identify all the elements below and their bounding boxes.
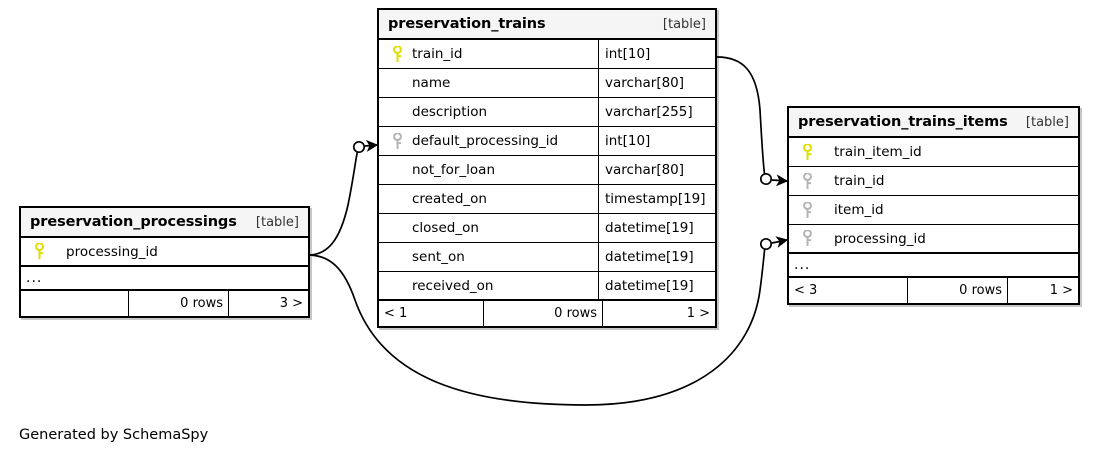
column-name: train_id [412,46,463,62]
column-name: processing_id [66,243,158,260]
foreign-key-icon [796,172,818,190]
table-row[interactable]: created_on timestamp[19] [379,185,715,214]
row-count: 0 rows [907,278,1007,303]
parent-relation-count[interactable]: < 3 [794,283,818,298]
table-footer: < 3 0 rows 1 > [789,278,1078,303]
generated-by-caption: Generated by SchemaSpy [19,427,209,443]
table-row[interactable]: default_processing_id int[10] [379,127,715,156]
table-preservation-trains-items[interactable]: preservation_trains_items [table] train_… [787,106,1080,305]
zero-or-one-endpoint [352,140,366,154]
parent-relation-count[interactable]: < 1 [384,306,408,321]
column-name: train_item_id [834,144,922,160]
relationship-processings-to-trains [309,139,379,256]
foreign-key-icon [386,132,408,150]
table-row[interactable]: train_item_id [789,138,1078,167]
column-name: item_id [834,202,884,218]
column-cell: train_id [789,167,1078,195]
table-footer: < 1 0 rows 1 > [379,301,715,326]
column-type: datetime[19] [598,214,715,242]
table-kind-label: [table] [662,16,706,32]
more-columns-indicator: ... [21,267,308,291]
table-row[interactable]: sent_on datetime[19] [379,243,715,272]
column-type: timestamp[19] [598,185,715,213]
primary-key-icon [796,143,818,161]
foreign-key-icon [796,201,818,219]
foreign-key-icon [796,230,818,247]
row-count: 0 rows [128,291,228,316]
child-relation-count[interactable]: 3 > [228,291,308,316]
table-row[interactable]: item_id [789,196,1078,225]
column-type: int[10] [598,127,715,155]
table-row[interactable]: closed_on datetime[19] [379,214,715,243]
column-name: created_on [412,191,487,207]
column-cell: name [379,69,598,97]
column-cell: description [379,98,598,126]
table-preservation-trains[interactable]: preservation_trains [table] train_id int… [377,8,717,328]
column-type: datetime[19] [598,243,715,271]
column-cell: processing_id [21,238,308,265]
table-row[interactable]: train_id int[10] [379,40,715,69]
child-relation-count[interactable]: 1 > [602,301,715,326]
table-title: preservation_trains [388,16,546,32]
table-row[interactable]: not_for_loan varchar[80] [379,156,715,185]
column-cell: received_on [379,272,598,299]
more-columns-indicator: ... [789,254,1078,278]
table-preservation-processings[interactable]: preservation_processings [table] process… [19,206,310,318]
parent-relation-count[interactable] [21,291,128,316]
column-type: int[10] [598,40,715,68]
column-name: default_processing_id [412,133,559,149]
column-cell: sent_on [379,243,598,271]
table-row[interactable]: train_id [789,167,1078,196]
column-cell: train_id [379,40,598,68]
column-type: datetime[19] [598,272,715,299]
column-name: closed_on [412,220,479,236]
zero-or-one-endpoint [759,237,773,251]
relationship-trains-to-trains-items [716,56,789,187]
column-cell: not_for_loan [379,156,598,184]
column-cell: processing_id [789,225,1078,252]
table-header[interactable]: preservation_trains_items [table] [789,108,1078,138]
table-header[interactable]: preservation_trains [table] [379,10,715,40]
column-name: description [412,104,488,120]
table-row[interactable]: description varchar[255] [379,98,715,127]
table-row[interactable]: received_on datetime[19] [379,272,715,301]
column-name: train_id [834,173,885,189]
table-footer: 0 rows 3 > [21,291,308,316]
column-name: name [412,75,451,91]
primary-key-icon [386,45,408,63]
column-cell: train_item_id [789,138,1078,166]
column-name: received_on [412,277,494,294]
column-type: varchar[80] [598,156,715,184]
table-title: preservation_trains_items [798,114,1008,130]
column-name: processing_id [834,230,926,247]
table-row[interactable]: processing_id [21,238,308,267]
child-relation-count[interactable]: 1 > [1007,278,1078,303]
row-count: 0 rows [483,301,602,326]
column-cell: closed_on [379,214,598,242]
table-header[interactable]: preservation_processings [table] [21,208,308,238]
primary-key-icon [28,243,50,260]
table-kind-label: [table] [1025,114,1069,130]
column-name: not_for_loan [412,162,496,178]
table-row[interactable]: processing_id [789,225,1078,254]
column-type: varchar[80] [598,69,715,97]
column-cell: item_id [789,196,1078,224]
column-type: varchar[255] [598,98,715,126]
column-name: sent_on [412,249,465,265]
table-title: preservation_processings [30,214,237,230]
table-row[interactable]: name varchar[80] [379,69,715,98]
column-cell: default_processing_id [379,127,598,155]
table-kind-label: [table] [255,214,299,230]
zero-or-one-endpoint [759,172,773,186]
column-cell: created_on [379,185,598,213]
